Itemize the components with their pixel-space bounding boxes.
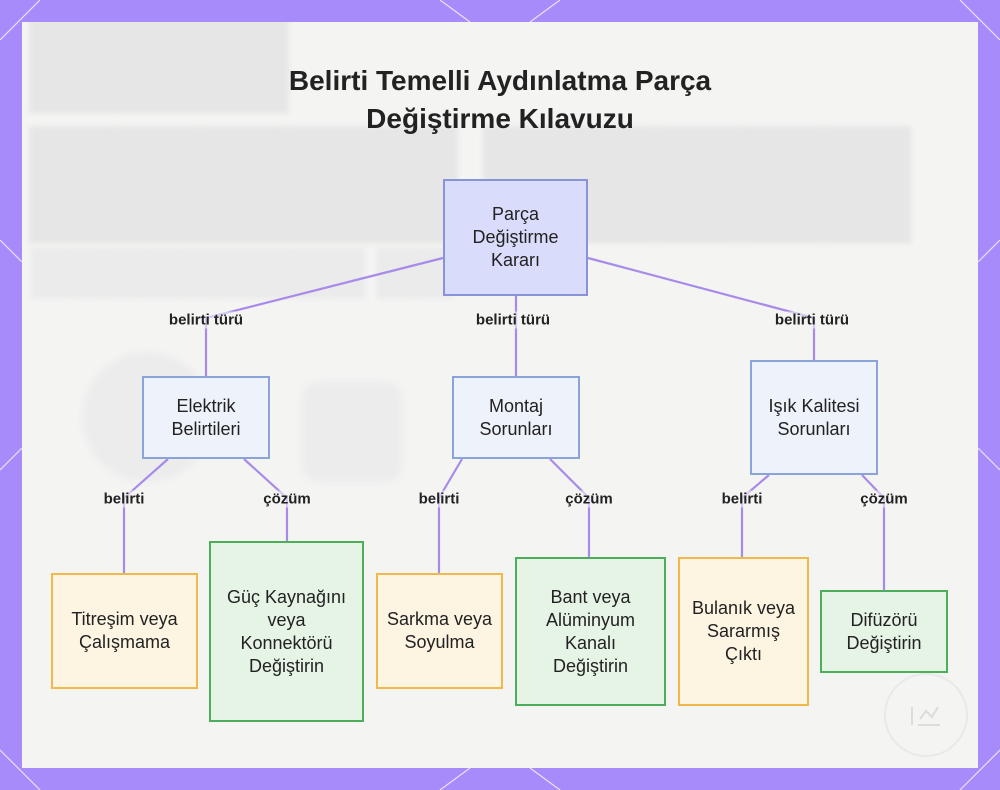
- edge-mounting-symptom: [439, 459, 462, 573]
- node-electrical: Elektrik Belirtileri: [142, 376, 270, 459]
- edge-label-solution: çözüm: [858, 491, 910, 508]
- node-symptom-sag: Sarkma veya Soyulma: [376, 573, 503, 689]
- edge-root-light: [588, 258, 814, 360]
- brand-logo-icon: [908, 701, 944, 729]
- node-mounting: Montaj Sorunları: [452, 376, 580, 459]
- edge-label-solution: çözüm: [563, 491, 615, 508]
- brand-logo-icon: [884, 673, 968, 757]
- edge-label-symptom: belirti: [720, 491, 765, 508]
- node-symptom-blur: Bulanık veya Sararmış Çıktı: [678, 557, 809, 706]
- node-symptom-flicker: Titreşim veya Çalışmama: [51, 573, 198, 689]
- edge-mounting-solution: [550, 459, 589, 557]
- node-solution-power: Güç Kaynağını veya Konnektörü Değiştirin: [209, 541, 364, 722]
- edge-label-type: belirti türü: [474, 312, 552, 329]
- node-root: Parça Değiştirme Kararı: [443, 179, 588, 296]
- node-solution-diffuser: Difüzörü Değiştirin: [820, 590, 948, 673]
- edge-label-symptom: belirti: [102, 491, 147, 508]
- edge-label-type: belirti türü: [773, 312, 851, 329]
- edge-light-symptom: [742, 475, 769, 557]
- edge-label-symptom: belirti: [417, 491, 462, 508]
- node-solution-tape: Bant veya Alüminyum Kanalı Değiştirin: [515, 557, 666, 706]
- node-light-quality: Işık Kalitesi Sorunları: [750, 360, 878, 475]
- edge-label-solution: çözüm: [261, 491, 313, 508]
- edge-label-type: belirti türü: [167, 312, 245, 329]
- edge-electrical-symptom: [124, 459, 168, 573]
